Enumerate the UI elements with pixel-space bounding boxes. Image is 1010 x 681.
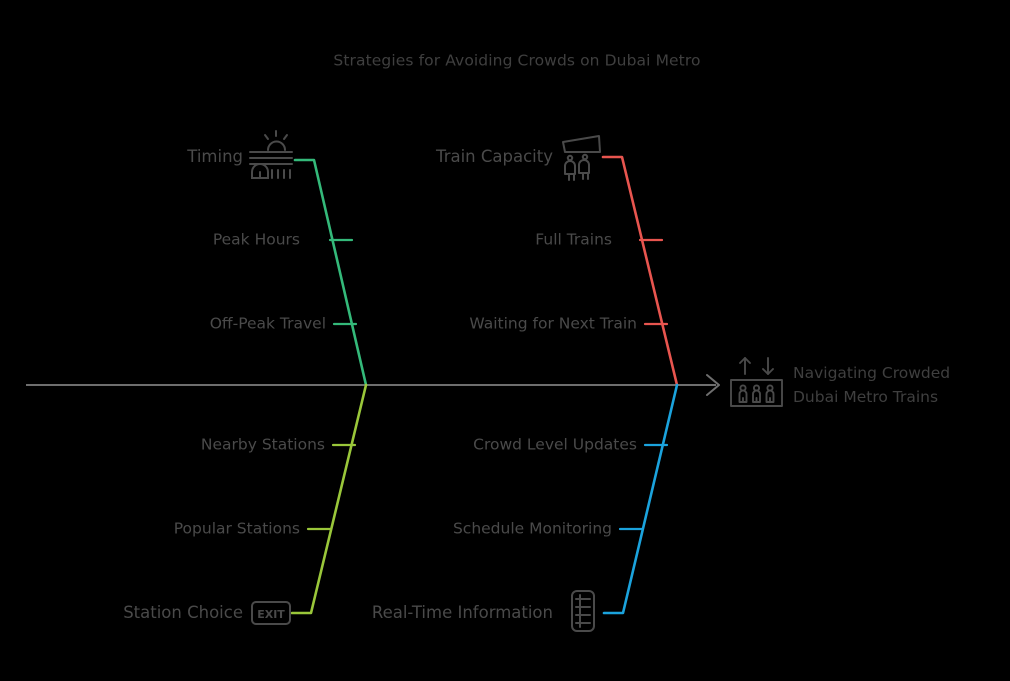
category-label-station-choice[interactable]: Station Choice (123, 602, 243, 622)
spine-arrowhead-icon (706, 374, 720, 396)
crowded-elevator-icon (730, 357, 783, 407)
spine-group (26, 374, 720, 396)
cause-label-peak-hours[interactable]: Peak Hours (212, 230, 300, 249)
effect-label-line1: Navigating Crowded (793, 363, 951, 382)
branch-timing (293, 158, 368, 387)
category-label-train-capacity[interactable]: Train Capacity (436, 146, 553, 166)
cause-label-schedule-monitoring[interactable]: Schedule Monitoring (452, 519, 612, 538)
cause-label-off-peak-travel[interactable]: Off-Peak Travel (209, 314, 326, 333)
cause-label-popular-stations[interactable]: Popular Stations (173, 519, 300, 538)
mobile-phone-icon (571, 590, 595, 632)
effect-label-line2: Dubai Metro Trains (793, 387, 939, 406)
cause-label-crowd-level-updates[interactable]: Crowd Level Updates (473, 435, 637, 454)
exit-sign-icon: EXIT (251, 601, 291, 625)
cause-label-nearby-stations[interactable]: Nearby Stations (200, 435, 325, 454)
branch-timing-line (293, 158, 368, 387)
branch-train-capacity (601, 155, 679, 387)
category-label-timing[interactable]: Timing (187, 146, 243, 166)
diagram-title: Strategies for Avoiding Crowds on Dubai … (333, 51, 701, 70)
cause-label-full-trains[interactable]: Full Trains (535, 230, 612, 249)
crowded-train-people-icon (562, 135, 601, 181)
branch-station-choice-line (290, 383, 368, 615)
branch-station-choice (290, 383, 368, 615)
category-label-real-time-information[interactable]: Real-Time Information (371, 602, 553, 622)
branch-realtime-information (602, 383, 679, 615)
sunrise-train-icon (249, 130, 293, 179)
svg-text:EXIT: EXIT (257, 608, 285, 621)
branch-realtime-information-line (602, 383, 679, 615)
branch-train-capacity-line (601, 155, 679, 387)
cause-label-waiting-for-next-train[interactable]: Waiting for Next Train (469, 314, 637, 333)
